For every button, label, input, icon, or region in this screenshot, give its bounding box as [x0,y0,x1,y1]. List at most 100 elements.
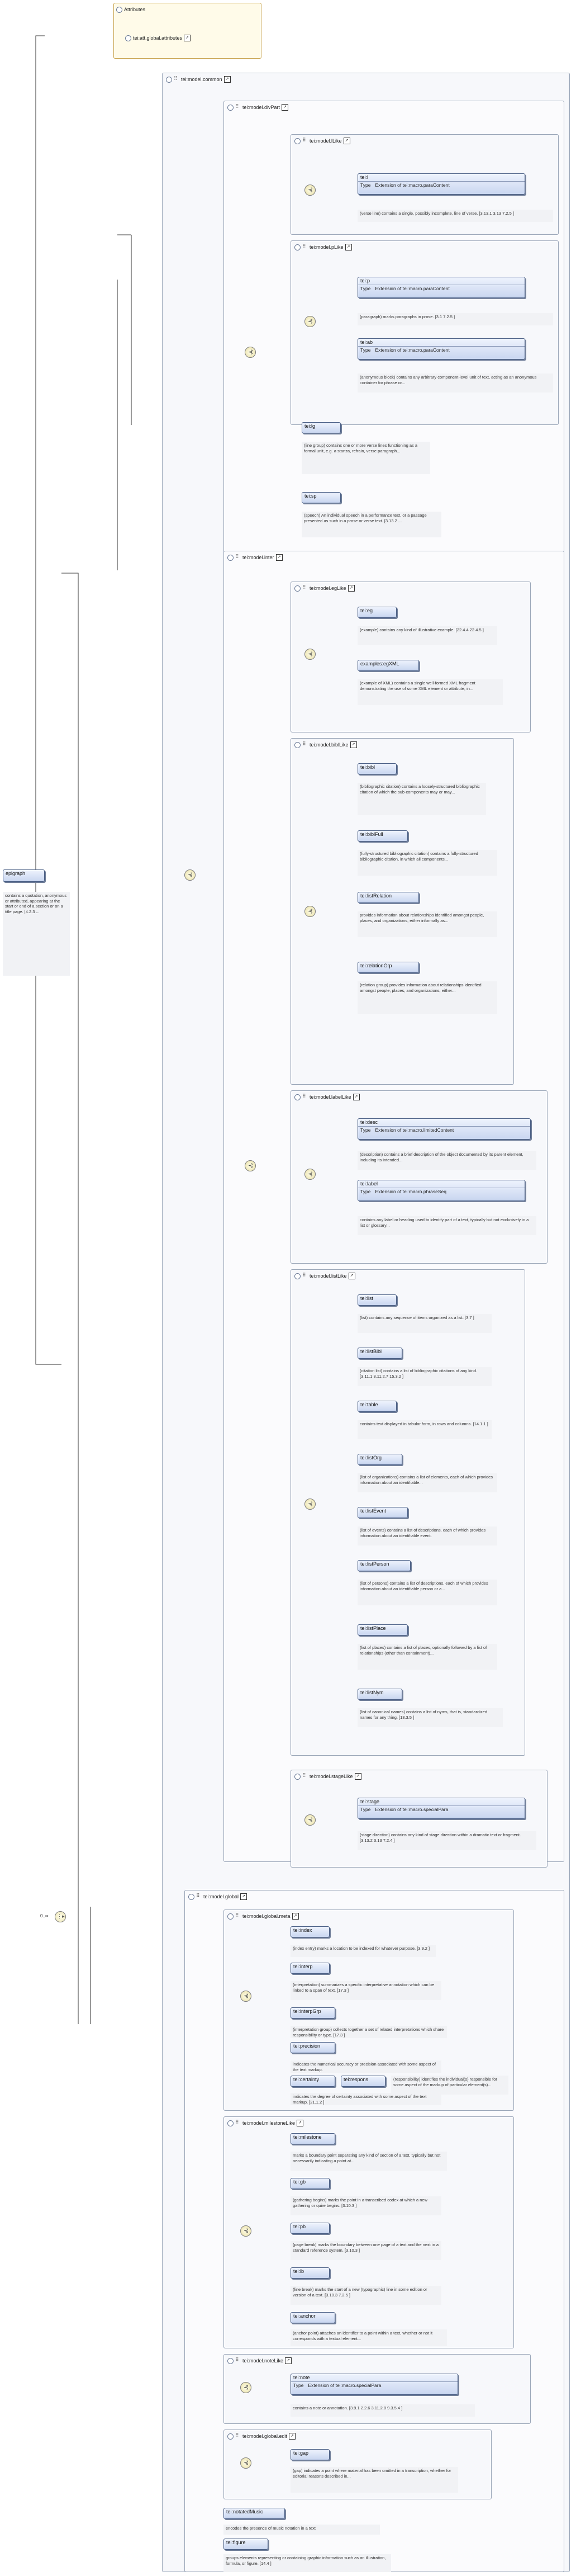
group-name[interactable]: tei:model.noteLike [242,2358,284,2364]
element-name: tei:precision [293,2043,321,2049]
element-relationgrp[interactable]: tei:relationGrp [358,962,419,973]
element-doc: (list of events) contains a list of desc… [358,1526,497,1545]
group-name[interactable]: tei:model.global.meta [242,1913,291,1919]
element-listperson[interactable]: tei:listPerson [358,1560,411,1571]
element-name: tei:listEvent [360,1508,387,1514]
attributes-box[interactable]: Attributes tei:att.global.attributes↗ [113,3,261,59]
group-name[interactable]: tei:model.inter [242,555,274,560]
element-name: tei:gap [293,2450,309,2456]
link-icon[interactable]: ↗ [345,244,352,250]
element-eg[interactable]: tei:eg [358,607,397,618]
link-icon[interactable]: ↗ [184,35,191,41]
element-doc: (anchor point) attaches an identifier to… [291,2329,447,2346]
element-lg[interactable]: tei:lg [302,422,341,433]
element-listbibl[interactable]: tei:listBibl [358,1348,402,1359]
element-biblfull[interactable]: tei:biblFull [358,830,408,842]
model-icon [196,1893,202,1899]
element-listplace[interactable]: tei:listPlace [358,1624,408,1636]
element-anchor[interactable]: tei:anchor [291,2312,335,2323]
element-pb[interactable]: tei:pb [291,2223,330,2234]
group-name[interactable]: tei:model.common [181,77,222,82]
link-icon[interactable]: ↗ [350,741,357,748]
element-gap[interactable]: tei:gap [291,2449,330,2460]
group-name[interactable]: tei:model.milestoneLike [242,2120,296,2126]
element-type: Extension of tei:macro.paraContent [375,286,450,291]
element-notatedmusic[interactable]: tei:notatedMusic [223,2508,285,2519]
element-figure[interactable]: tei:figure [223,2539,268,2550]
group-name[interactable]: tei:model.global.edit [242,2433,288,2439]
group-icon [294,1094,301,1100]
group-name[interactable]: tei:model.pLike [310,244,344,250]
link-icon[interactable]: ↗ [282,104,289,111]
model-icon [235,554,241,560]
group-model-eglike[interactable]: tei:model.egLike↗ [291,582,531,732]
group-name[interactable]: tei:model.global [203,1894,239,1899]
element-sp[interactable]: tei:sp [302,492,341,503]
link-icon[interactable]: ↗ [343,138,350,144]
element-milestone[interactable]: tei:milestone [291,2133,335,2144]
group-model-labellike[interactable]: tei:model.labelLike↗ [291,1090,548,1264]
model-icon [235,2119,241,2125]
element-index[interactable]: tei:index [291,1926,330,1937]
element-listorg[interactable]: tei:listOrg [358,1454,402,1465]
element-interp[interactable]: tei:interp [291,1963,330,1974]
link-icon[interactable]: ↗ [354,1773,361,1780]
element-respons[interactable]: tei:respons [341,2076,385,2087]
group-model-listlike[interactable]: tei:model.listLike↗ [291,1269,525,1756]
group-name[interactable]: tei:model.labelLike [310,1094,351,1100]
link-icon[interactable]: ↗ [347,585,355,592]
element-bibl[interactable]: tei:bibl [358,763,397,774]
element-name: tei:p [360,278,370,283]
group-name[interactable]: tei:model.biblLike [310,742,349,748]
element-doc: (citation list) contains a list of bibli… [358,1367,492,1386]
element-list[interactable]: tei:list [358,1294,397,1306]
link-icon[interactable]: ↗ [223,76,231,83]
element-name: tei:interp [293,1964,313,1969]
link-icon[interactable]: ↗ [348,1273,355,1279]
element-egxml[interactable]: examples:egXML [358,660,419,671]
element-name: tei:listOrg [360,1455,382,1460]
element-listnym[interactable]: tei:listNym [358,1689,402,1700]
collapse-icon[interactable] [116,6,122,13]
attribute-group-ref[interactable]: tei:att.global.attributes [133,35,183,41]
link-icon[interactable]: ↗ [289,2433,296,2440]
element-gb[interactable]: tei:gb [291,2178,330,2189]
element-precision[interactable]: tei:precision [291,2042,335,2053]
element-interpgrp[interactable]: tei:interpGrp [291,2007,335,2019]
link-icon[interactable]: ↗ [292,1913,299,1920]
element-type: Extension of tei:macro.specialPara [375,1807,449,1812]
element-doc: (list of organizations) contains a list … [358,1473,497,1492]
element-name: tei:label [360,1181,378,1187]
element-certainty[interactable]: tei:certainty [291,2076,335,2087]
group-model-plike[interactable]: tei:model.pLike↗ [291,240,559,425]
element-listevent[interactable]: tei:listEvent [358,1507,408,1518]
group-name[interactable]: tei:model.lLike [310,138,342,144]
element-name: tei:interpGrp [293,2008,321,2014]
link-icon[interactable]: ↗ [275,554,283,561]
element-name: tei:anchor [293,2313,316,2319]
element-table[interactable]: tei:table [358,1401,397,1412]
element-doc: (description) contains a brief descripti… [358,1151,536,1170]
element-doc: provides information about relationships… [358,911,497,937]
link-icon[interactable]: ↗ [240,1893,247,1900]
model-icon [302,137,308,143]
group-name[interactable]: tei:model.listLike [310,1273,347,1279]
element-name: tei:bibl [360,764,375,770]
element-lb[interactable]: tei:lb [291,2267,330,2279]
link-icon[interactable]: ↗ [297,2120,304,2126]
group-name[interactable]: tei:model.egLike [310,585,346,591]
root-element-epigraph[interactable]: epigraph [3,869,45,882]
group-name[interactable]: tei:model.stageLike [310,1774,353,1779]
element-listrelation[interactable]: tei:listRelation [358,892,419,903]
link-icon[interactable]: ↗ [285,2357,292,2364]
group-name[interactable]: tei:model.divPart [242,105,280,110]
type-label: Type [360,1807,371,1812]
link-icon[interactable]: ↗ [353,1094,360,1100]
